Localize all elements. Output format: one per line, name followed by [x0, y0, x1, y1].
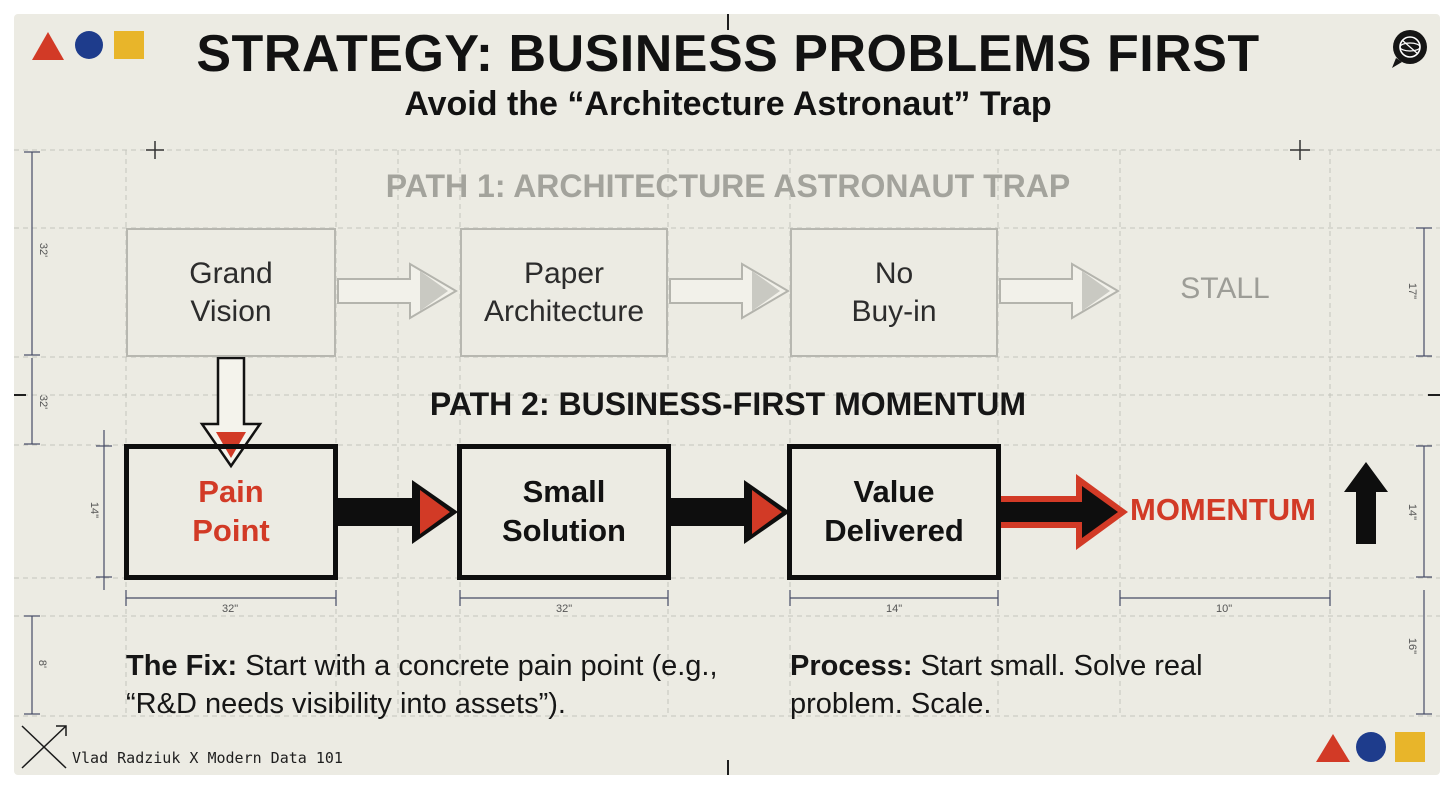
page-title: STRATEGY: BUSINESS PROBLEMS FIRST [196, 25, 1260, 83]
fix-note: The Fix: Start with a concrete pain poin… [126, 648, 726, 723]
triangle-circle-square-logo [32, 31, 144, 60]
dimension-label: 32' [37, 394, 50, 410]
globe-chat-icon [1392, 30, 1427, 68]
dimension-label: 17" [1406, 282, 1419, 300]
dimension-label: 14" [1406, 503, 1419, 521]
path1-label: PATH 1: ARCHITECTURE ASTRONAUT TRAP [385, 168, 1071, 204]
process-text: Start small. Solve real problem. Scale. [790, 650, 1203, 720]
page-subtitle: Avoid the “Architecture Astronaut” Trap [404, 85, 1052, 123]
process-note: Process: Start small. Solve real problem… [790, 648, 1270, 723]
dimension-label: 14" [88, 501, 101, 519]
step-label: Value Delivered [824, 474, 964, 548]
step-no-buy-in: No Buy-in [790, 228, 998, 357]
momentum-label: MOMENTUM [1130, 492, 1316, 527]
dimension-label: 8' [36, 659, 49, 669]
dimension-label: 32" [556, 603, 573, 615]
dimension-label: 16" [1406, 637, 1419, 655]
step-pain-point: Pain Point [124, 444, 338, 580]
stall-label: STALL [1180, 272, 1270, 305]
triangle-circle-square-logo-bottom [1316, 732, 1425, 762]
dimension-label: 14" [886, 603, 903, 615]
step-label: Small Solution [502, 474, 626, 548]
process-label: Process: [790, 650, 913, 682]
step-paper-architecture: Paper Architecture [460, 228, 668, 357]
up-arrow-icon [1344, 462, 1388, 544]
fix-label: The Fix: [126, 650, 238, 682]
step-grand-vision: Grand Vision [126, 228, 336, 357]
compass-x-icon [21, 725, 67, 769]
step-value-delivered: Value Delivered [787, 444, 1001, 580]
step-small-solution: Small Solution [457, 444, 671, 580]
fix-text: Start with a concrete pain point (e.g., … [126, 650, 718, 720]
dimension-label: 32" [222, 603, 239, 615]
dimension-label: 10" [1216, 603, 1233, 615]
step-label: Grand Vision [189, 257, 273, 328]
step-label: No Buy-in [851, 257, 937, 328]
dimension-label: 32' [37, 242, 50, 258]
path1-arrows [337, 262, 1120, 320]
path2-label: PATH 2: BUSINESS-FIRST MOMENTUM [429, 386, 1027, 422]
crosshair-marks [146, 140, 1310, 160]
step-label: Paper Architecture [483, 257, 645, 328]
step-label: Pain Point [192, 474, 270, 548]
credit-text: Vlad Radziuk X Modern Data 101 [72, 749, 343, 767]
path2-arrows [338, 474, 1128, 550]
